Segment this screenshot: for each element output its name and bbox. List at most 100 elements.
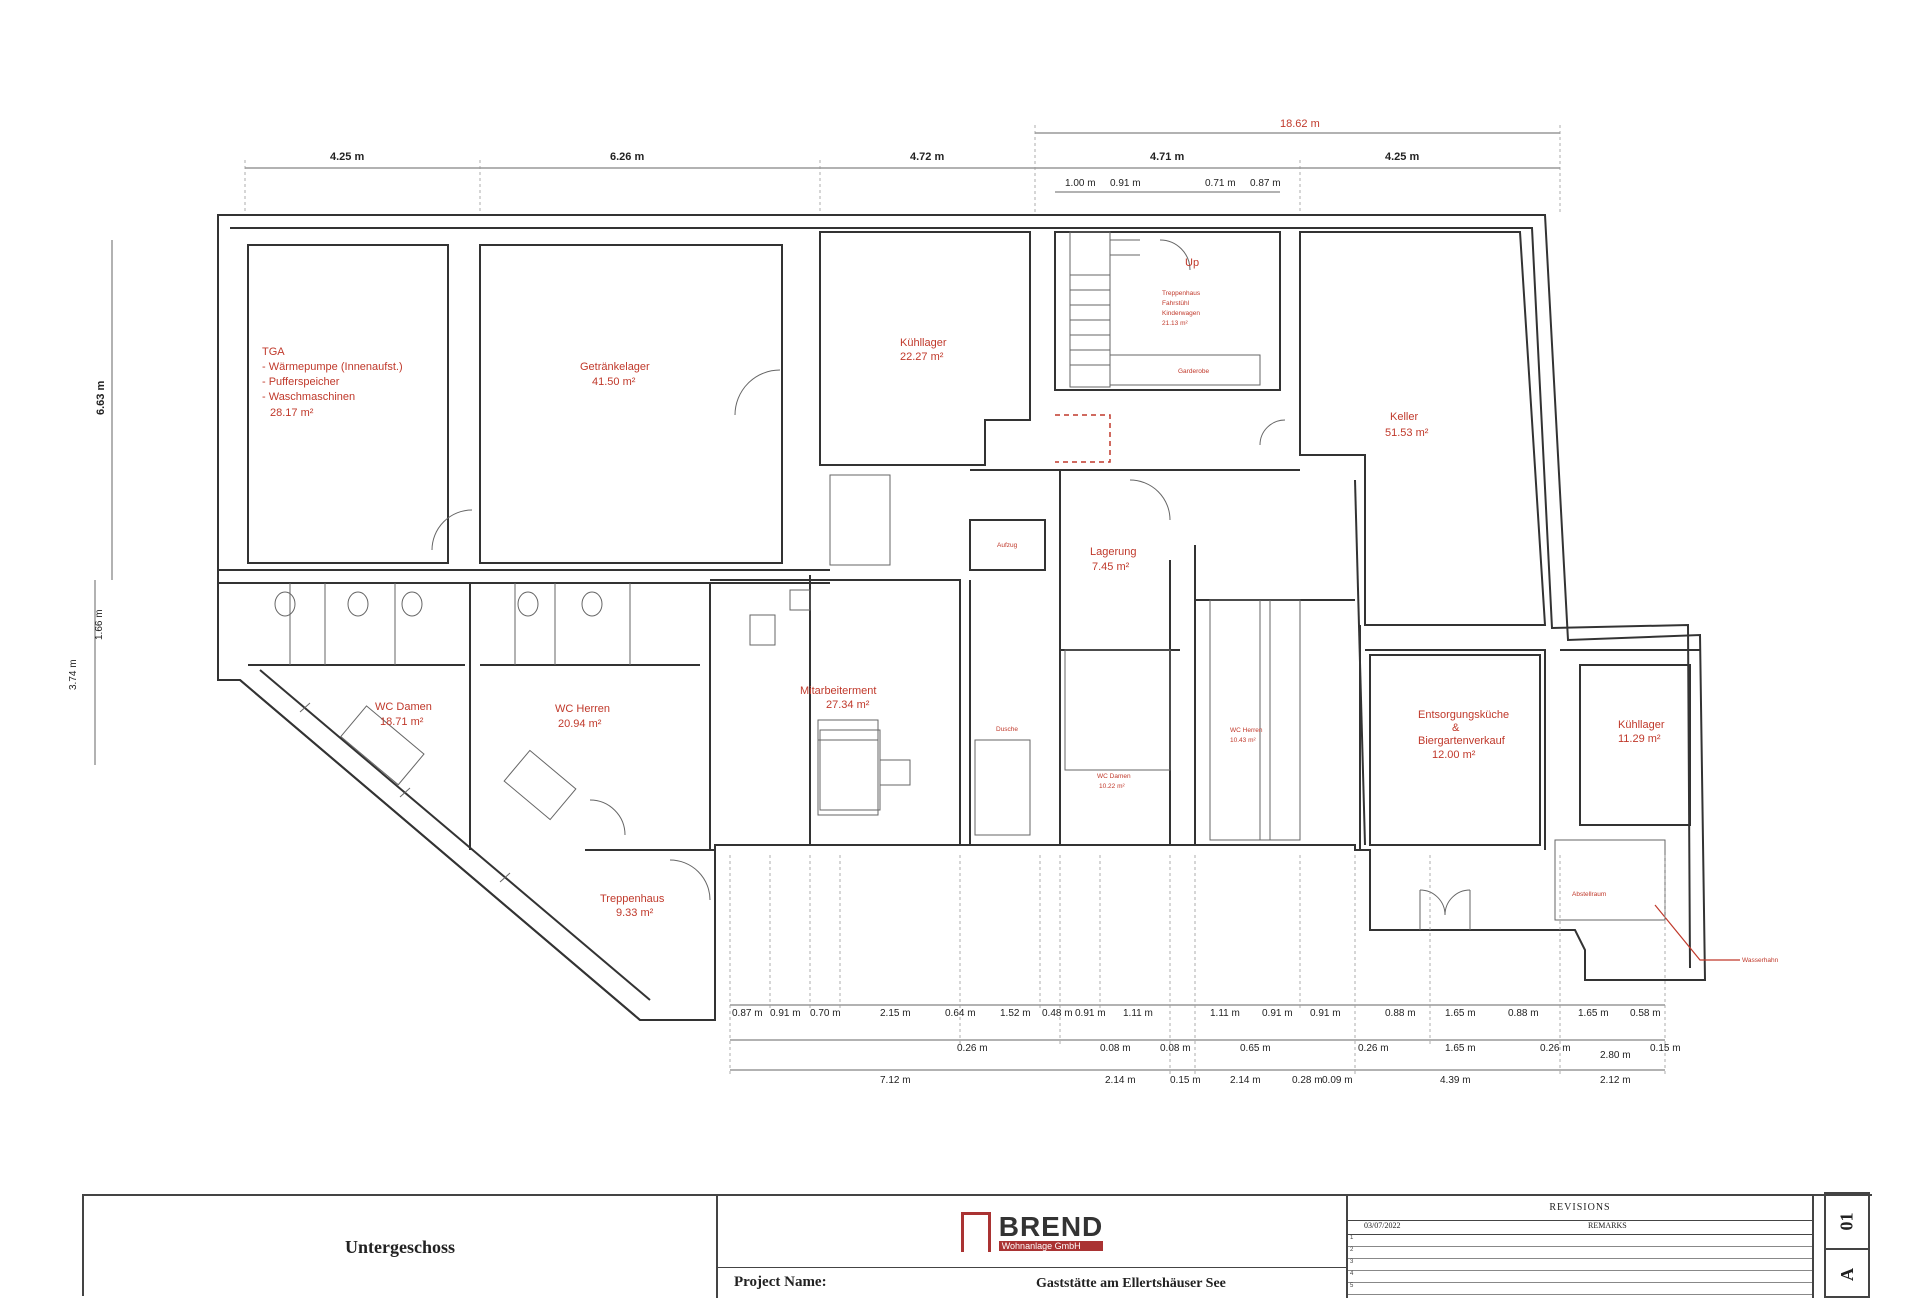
wc-damen-name: WC Damen xyxy=(375,701,432,713)
entsorgung-line-2: & xyxy=(1452,722,1460,734)
dusche-label: Dusche xyxy=(996,726,1018,733)
dim-top-4: 4.71 m xyxy=(1150,151,1184,163)
dim-stair-4: 0.87 m xyxy=(1250,178,1281,189)
entsorgung-line-1: Entsorgungsküche xyxy=(1418,709,1509,721)
dim-bottom-2-1: 0.26 m xyxy=(957,1043,988,1054)
floor-plan: 18.62 m 4.25 m 6.26 m 4.72 m 4.71 m 4.25… xyxy=(68,118,1779,1086)
company-logo-cell: BREND Wohnanlage GmbH xyxy=(718,1196,1348,1268)
treppenhaus-top-line-2: Fahrstühl xyxy=(1162,300,1190,307)
revision-row: 4 xyxy=(1348,1271,1812,1283)
entsorgung-line-3: Biergartenverkauf xyxy=(1418,735,1506,747)
dim-top-5: 4.25 m xyxy=(1385,151,1419,163)
revision-row: 2 xyxy=(1348,1247,1812,1259)
sheet-code-cell: 01 A xyxy=(1824,1192,1870,1298)
kuehllager-right-name: Kühllager xyxy=(1618,719,1665,731)
dim-left-upper: 6.63 m xyxy=(95,381,107,415)
tga-item-3: - Waschmaschinen xyxy=(262,391,355,403)
wc-damen-small-name: WC Damen xyxy=(1097,773,1131,780)
diagonal-corridor xyxy=(239,669,651,1021)
dim-bottom-1-6: 1.52 m xyxy=(1000,1008,1031,1019)
dim-stair-1: 1.00 m xyxy=(1065,178,1096,189)
dim-bottom-2-5: 0.26 m xyxy=(1358,1043,1389,1054)
revision-remarks-header: REMARKS xyxy=(1588,1221,1627,1230)
wc-herren-small-area: 10.43 m² xyxy=(1230,737,1256,744)
house-logo-icon xyxy=(960,1211,991,1252)
dim-bottom-3-1: 7.12 m xyxy=(880,1075,911,1086)
dim-bottom-1-8: 0.91 m xyxy=(1075,1008,1106,1019)
getraenkelager-area: 41.50 m² xyxy=(592,376,636,388)
wc-damen-area: 18.71 m² xyxy=(380,716,424,728)
dim-bottom-1-1: 0.87 m xyxy=(732,1008,763,1019)
dim-top-1: 4.25 m xyxy=(330,151,364,163)
dim-bottom-1-15: 0.88 m xyxy=(1508,1008,1539,1019)
treppenhaus-top-line-1: Treppenhaus xyxy=(1162,290,1201,297)
keller-area: 51.53 m² xyxy=(1385,427,1429,439)
dim-bottom-1-10: 1.11 m xyxy=(1210,1008,1240,1019)
dim-bottom-2-8: 2.80 m xyxy=(1600,1050,1631,1061)
wc-herren-name: WC Herren xyxy=(555,703,610,715)
dim-bottom-3-7: 4.39 m xyxy=(1440,1075,1471,1086)
dim-bottom-1-5: 0.64 m xyxy=(945,1008,976,1019)
dim-stair-2: 0.91 m xyxy=(1110,178,1141,189)
company-subtitle: Wohnanlage GmbH xyxy=(998,1240,1104,1251)
revisions-title: REVISIONS xyxy=(1348,1196,1812,1221)
tga-area: 28.17 m² xyxy=(270,407,314,419)
revision-row-number: 2 xyxy=(1350,1247,1354,1253)
dim-bottom-3-5: 0.28 m xyxy=(1292,1075,1323,1086)
dim-bottom-1-14: 1.65 m xyxy=(1445,1008,1476,1019)
dim-bottom-3-3: 0.15 m xyxy=(1170,1075,1201,1086)
kuehllager-top-area: 22.27 m² xyxy=(900,351,944,363)
room-labels: TGA - Wärmepumpe (Innenaufst.) - Puffers… xyxy=(262,257,1779,964)
treppenhaus-bottom-area: 9.33 m² xyxy=(616,907,654,919)
dim-bottom-3-8: 2.12 m xyxy=(1600,1075,1631,1086)
wc-herren-area: 20.94 m² xyxy=(558,718,602,730)
getraenkelager-name: Getränkelager xyxy=(580,361,650,373)
revision-row-number: 3 xyxy=(1350,1259,1354,1265)
treppenhaus-top-area: 21.13 m² xyxy=(1162,320,1188,327)
dim-bottom-2-2: 0.08 m xyxy=(1100,1043,1131,1054)
lagerung-area: 7.45 m² xyxy=(1092,561,1130,573)
dim-bottom-1-11: 0.91 m xyxy=(1262,1008,1293,1019)
tga-item-1: - Wärmepumpe (Innenaufst.) xyxy=(262,361,403,373)
dim-bottom-2-9: 0.15 m xyxy=(1650,1043,1681,1054)
dim-bottom-2-3: 0.08 m xyxy=(1160,1043,1191,1054)
dim-bottom-1-7: 0.48 m xyxy=(1042,1008,1073,1019)
mitarbeiter-name: Mitarbeiterment xyxy=(800,685,876,697)
company-name: BREND xyxy=(998,1210,1104,1242)
project-label: Project Name: xyxy=(734,1274,827,1290)
dim-top-2: 6.26 m xyxy=(610,151,644,163)
garderobe-label: Garderobe xyxy=(1178,368,1209,375)
dim-bottom-2-7: 0.26 m xyxy=(1540,1043,1571,1054)
upper-rooms xyxy=(247,231,1547,626)
dim-top-3: 4.72 m xyxy=(910,151,944,163)
revision-row: 1 xyxy=(1348,1235,1812,1247)
revision-date: 03/07/2022 xyxy=(1364,1221,1401,1230)
dim-bottom-3-4: 2.14 m xyxy=(1230,1075,1261,1086)
sheet-letter: A xyxy=(1836,1267,1857,1281)
kuehllager-top-name: Kühllager xyxy=(900,337,947,349)
top-dimension-lines: 18.62 m 4.25 m 6.26 m 4.72 m 4.71 m 4.25… xyxy=(244,118,1561,215)
revision-row: 3 xyxy=(1348,1259,1812,1271)
wc-herren-small-name: WC Herren xyxy=(1230,727,1263,734)
dim-bottom-1-16: 1.65 m xyxy=(1578,1008,1609,1019)
outer-walls xyxy=(217,214,1707,1021)
dim-left-total: 3.74 m xyxy=(68,659,79,690)
lower-rooms xyxy=(239,469,1740,1021)
dim-bottom-1-17: 0.58 m xyxy=(1630,1008,1661,1019)
keller-name: Keller xyxy=(1390,411,1418,423)
dim-bottom-2-6: 1.65 m xyxy=(1445,1043,1476,1054)
lagerung-name: Lagerung xyxy=(1090,546,1137,558)
treppenhaus-bottom-name: Treppenhaus xyxy=(600,893,665,905)
stair-up-label: Up xyxy=(1185,257,1199,269)
revisions-table: REVISIONS 03/07/2022 REMARKS 1 2 3 4 5 xyxy=(1348,1196,1814,1298)
dim-bottom-3-6: 0.09 m xyxy=(1322,1075,1353,1086)
sheet-number: 01 xyxy=(1836,1212,1857,1230)
dim-bottom-1-4: 2.15 m xyxy=(880,1008,911,1019)
wc-damen-small-area: 10.22 m² xyxy=(1099,783,1125,790)
revision-row-number: 1 xyxy=(1350,1235,1354,1241)
dim-stair-3: 0.71 m xyxy=(1205,178,1236,189)
dim-left-lower: 1.66 m xyxy=(94,609,105,640)
dim-bottom-1-9: 1.11 m xyxy=(1123,1008,1153,1019)
dim-bottom-1-3: 0.70 m xyxy=(810,1008,841,1019)
dim-bottom-1-2: 0.91 m xyxy=(770,1008,801,1019)
